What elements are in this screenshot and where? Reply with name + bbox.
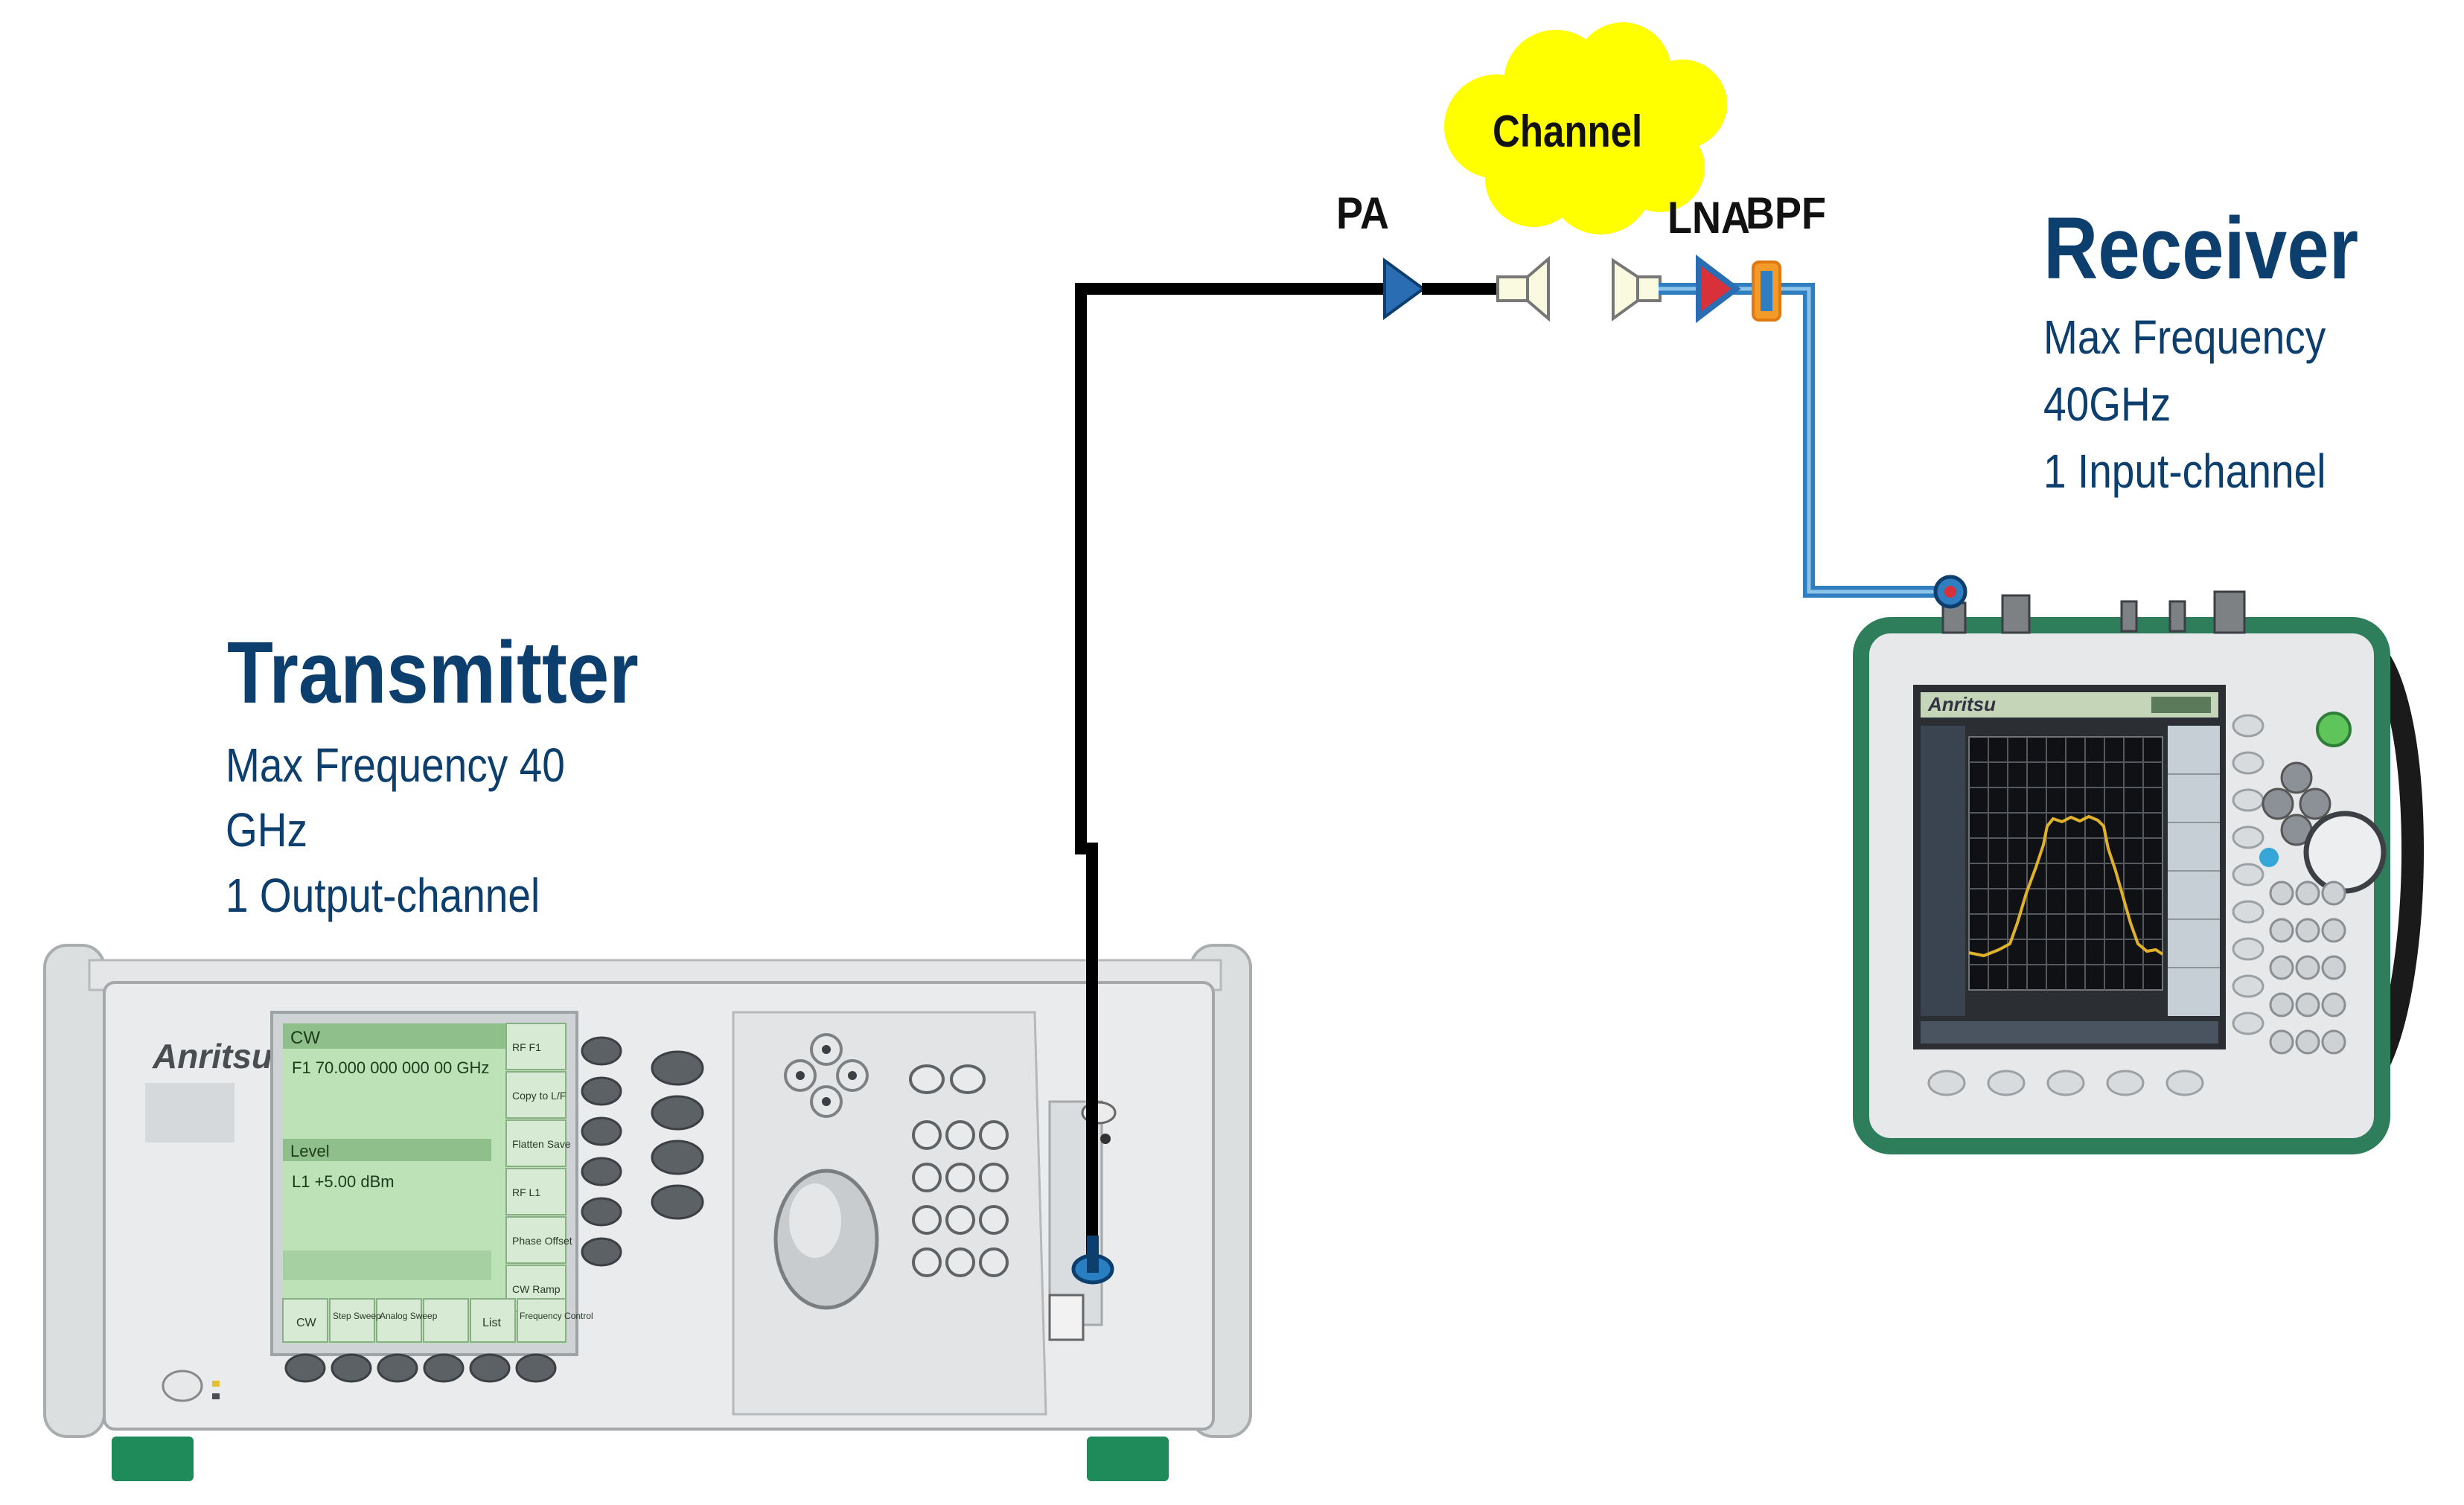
channel-cloud — [1444, 22, 1727, 234]
receiver-power-button — [2316, 712, 2352, 747]
transmitter-softkey-label: Phase Offset — [512, 1235, 572, 1247]
transmitter-left-handle — [43, 944, 106, 1438]
receiver-input-cable — [1659, 283, 1950, 598]
lna-label: LNA — [1667, 193, 1750, 243]
pa-label: PA — [1336, 188, 1390, 238]
transmitter-screen-level-header: Level — [290, 1142, 330, 1160]
transmitter-screen-frequency: F1 70.000 000 000 00 GHz — [292, 1058, 489, 1077]
transmitter-bottom-key-label: CW — [296, 1317, 317, 1329]
bpf-label: BPF — [1746, 188, 1826, 238]
receiver-title: Receiver — [2043, 199, 2359, 298]
channel-label: Channel — [1493, 106, 1643, 156]
transmitter-line-3: 1 Output-channel — [226, 869, 540, 922]
transmitter-softkey-label: RF L1 — [512, 1186, 540, 1198]
transmitter-instrument: Anritsu CW F1 70.000 000 000 00 GHz Leve… — [43, 944, 1252, 1481]
transmitter-softkey-label: CW Ramp — [512, 1283, 561, 1295]
lna-amplifier-symbol — [1696, 254, 1741, 324]
receive-horn-antenna — [1612, 258, 1662, 322]
receiver-line-2: 40GHz — [2043, 377, 2171, 431]
receiver-side-keys — [2232, 714, 2264, 1035]
receiver-brand: Anritsu — [1927, 693, 1996, 715]
transmitter-bottom-keys: CW Step Sweep Analog Sweep List Frequenc… — [282, 1298, 593, 1343]
transmitter-screen-level: L1 +5.00 dBm — [292, 1172, 395, 1191]
receiver-bottom-keys — [1927, 1070, 2204, 1096]
transmitter-title: Transmitter — [227, 624, 639, 722]
receiver-line-1: Max Frequency — [2043, 310, 2326, 364]
transmitter-power-button — [162, 1370, 203, 1402]
transmitter-bottom-key-label: Analog Sweep — [380, 1311, 438, 1321]
receiver-keypad — [2269, 881, 2346, 1055]
receiver-spectrum-trace — [1968, 814, 2164, 958]
transmitter-brand: Anritsu — [152, 1037, 272, 1076]
transmitter-line-1: Max Frequency 40 — [226, 738, 565, 792]
transmitter-output-cable — [1075, 283, 1399, 1280]
transmitter-function-keys — [284, 1353, 557, 1383]
transmitter-line-2: GHz — [226, 803, 308, 857]
transmitter-softkeys: RF F1 Copy to L/F Flatten Save RF L1 Pha… — [505, 1023, 572, 1312]
receiver-top-connectors — [1941, 590, 2246, 634]
transmitter-screen-mode: CW — [290, 1028, 320, 1048]
pa-amplifier-symbol — [1383, 258, 1426, 320]
transmitter-softkey-label: RF F1 — [512, 1041, 541, 1053]
transmitter-keypad — [909, 1064, 1009, 1277]
transmitter-softkey-label: Copy to L/F — [512, 1090, 566, 1102]
receiver-navigation-pad — [2262, 761, 2331, 846]
transmitter-bottom-key-label: Step Sweep — [333, 1311, 381, 1321]
receiver-rotary-knob — [2303, 811, 2387, 894]
transmit-horn-antenna — [1496, 255, 1550, 322]
receiver-line-3: 1 Input-channel — [2043, 444, 2326, 498]
transmitter-bottom-key-label: List — [482, 1317, 501, 1329]
transmitter-bottom-key-label: Frequency Control — [520, 1311, 593, 1321]
receiver-instrument: Anritsu — [1853, 590, 2425, 1154]
transmitter-softkey-label: Flatten Save — [512, 1138, 571, 1150]
